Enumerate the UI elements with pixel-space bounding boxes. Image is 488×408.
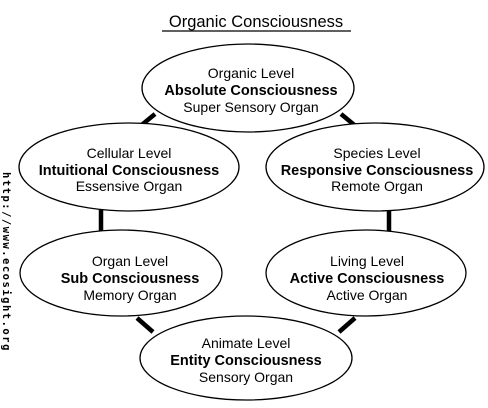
level-label: Animate Level	[202, 335, 291, 351]
consciousness-label: Entity Consciousness	[170, 353, 321, 369]
node-organic-level: Organic Level Absolute Consciousness Sup…	[141, 43, 355, 133]
organ-label: Sensory Organ	[199, 369, 293, 385]
ellipse-organic	[141, 43, 355, 133]
consciousness-label: Intuitional Consciousness	[39, 163, 219, 179]
node-species-level: Species Level Responsive Consciousness R…	[265, 122, 485, 212]
consciousness-label: Sub Consciousness	[61, 271, 200, 287]
ellipse-species	[265, 122, 485, 212]
diagram-title: Organic Consciousness	[169, 13, 343, 31]
organ-label: Super Sensory Organ	[183, 99, 318, 115]
organ-label: Remote Organ	[331, 178, 423, 194]
level-label: Living Level	[330, 253, 404, 269]
level-label: Organ Level	[92, 253, 168, 269]
consciousness-label: Absolute Consciousness	[164, 83, 337, 99]
ellipse-organ	[19, 229, 223, 317]
consciousness-label: Active Consciousness	[290, 271, 445, 287]
ellipse-living	[265, 229, 467, 317]
node-animate-level: Animate Level Entity Consciousness Senso…	[139, 315, 353, 401]
node-organ-level: Organ Level Sub Consciousness Memory Org…	[19, 229, 223, 317]
side-url-text: http://www.ecosight.org	[0, 172, 12, 352]
level-label: Organic Level	[208, 65, 294, 81]
connector-living-animate	[337, 316, 357, 334]
connector-organ-animate	[135, 316, 155, 334]
node-cellular-level: Cellular Level Intuitional Consciousness…	[18, 122, 240, 212]
organ-label: Essensive Organ	[76, 178, 183, 194]
ellipse-animate	[139, 315, 353, 401]
level-label: Species Level	[333, 145, 420, 161]
node-living-level: Living Level Active Consciousness Active…	[265, 229, 467, 317]
organ-label: Memory Organ	[83, 287, 176, 303]
level-label: Cellular Level	[87, 145, 172, 161]
ellipse-cellular	[18, 122, 240, 212]
organ-label: Active Organ	[327, 287, 408, 303]
consciousness-label: Responsive Consciousness	[281, 163, 474, 179]
